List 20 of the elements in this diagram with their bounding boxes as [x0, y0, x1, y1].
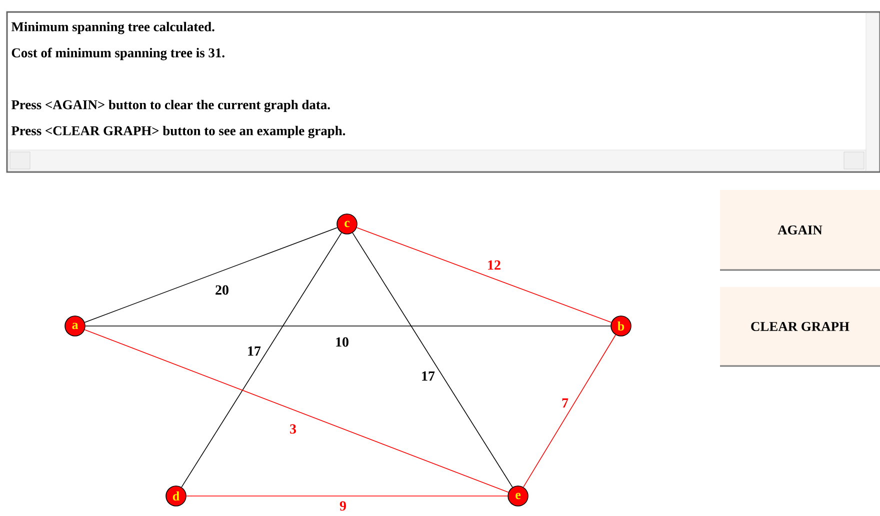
graph-edge — [181, 232, 342, 488]
message-text: Press <CLEAR GRAPH> button to see an example graph. — [11, 126, 346, 138]
message-text: Press <AGAIN> button to clear the current graph data. — [11, 100, 330, 112]
edge-label: 7 — [560, 397, 570, 409]
button: CLEAR GRAPH — [720, 287, 880, 367]
edge-label: 17 — [420, 370, 436, 382]
button: AGAIN — [720, 190, 880, 271]
edge-label: 17 — [246, 345, 262, 357]
graph-edge — [523, 334, 616, 488]
edge-label: 3 — [288, 423, 298, 435]
edge-label: 12 — [486, 259, 502, 271]
message-text: Minimum spanning tree calculated. — [11, 22, 214, 34]
graph-edge — [84, 227, 338, 323]
edge-label: 9 — [338, 500, 348, 512]
message-text: Cost of minimum spanning tree is 31. — [12, 48, 224, 60]
graph-edge — [352, 232, 513, 488]
graph-edge — [356, 227, 612, 323]
edge-label: 10 — [334, 336, 350, 348]
edge-label: 20 — [214, 284, 230, 296]
graph-edge — [84, 329, 509, 493]
